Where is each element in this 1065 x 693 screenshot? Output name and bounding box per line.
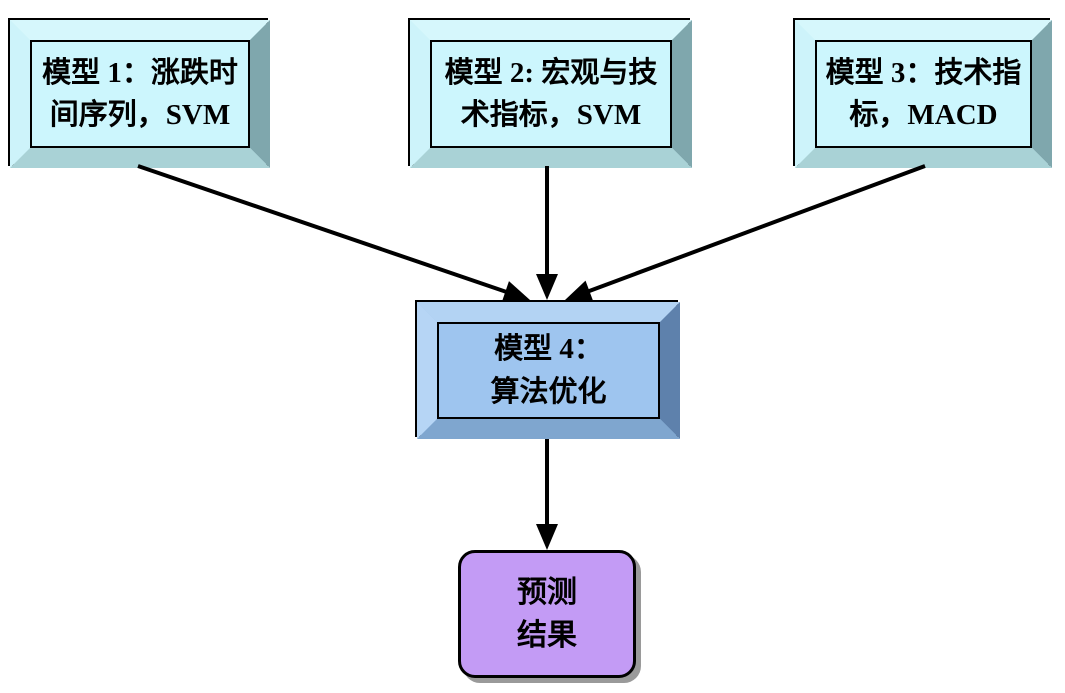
node-model-2-face: 模型 2: 宏观与技 术指标，SVM (430, 40, 672, 148)
node-model-4-line-2: 算法优化 (490, 375, 607, 408)
node-model-1[interactable]: 模型 1：涨跌时 间序列，SVM (8, 18, 270, 168)
edge-model3-to-model4-shaft (584, 164, 926, 295)
node-model-4-line-1: 模型 4： (494, 333, 603, 366)
edge-model4-to-result-arrowhead (536, 524, 558, 550)
edge-model1-to-model4-arrowhead (501, 281, 530, 302)
node-model-3-line-1: 模型 3：技术指 (825, 56, 1022, 89)
node-result-line-2: 结果 (517, 619, 577, 652)
node-model-4-face: 模型 4： 算法优化 (437, 322, 660, 419)
node-model-3[interactable]: 模型 3：技术指 标，MACD (793, 18, 1052, 168)
edge-model2-to-model4-arrowhead (536, 274, 558, 300)
edge-model1-to-model4-shaft (137, 164, 510, 295)
edge-model3-to-model4-arrowhead (565, 280, 594, 302)
node-model-3-line-2: 标，MACD (849, 99, 998, 131)
node-model-1-line-2: 间序列，SVM (49, 99, 231, 131)
node-model-2-line-2: 术指标，SVM (460, 99, 642, 131)
node-model-2-line-1: 模型 2: 宏观与技 (444, 56, 658, 89)
node-model-4[interactable]: 模型 4： 算法优化 (415, 300, 680, 439)
node-result[interactable]: 预测 结果 (458, 550, 636, 678)
node-model-1-line-1: 模型 1：涨跌时 (42, 56, 238, 89)
node-result-line-1: 预测 (517, 575, 577, 609)
node-model-2[interactable]: 模型 2: 宏观与技 术指标，SVM (408, 18, 692, 168)
node-model-3-face: 模型 3：技术指 标，MACD (815, 40, 1032, 148)
node-model-1-face: 模型 1：涨跌时 间序列，SVM (30, 40, 250, 148)
